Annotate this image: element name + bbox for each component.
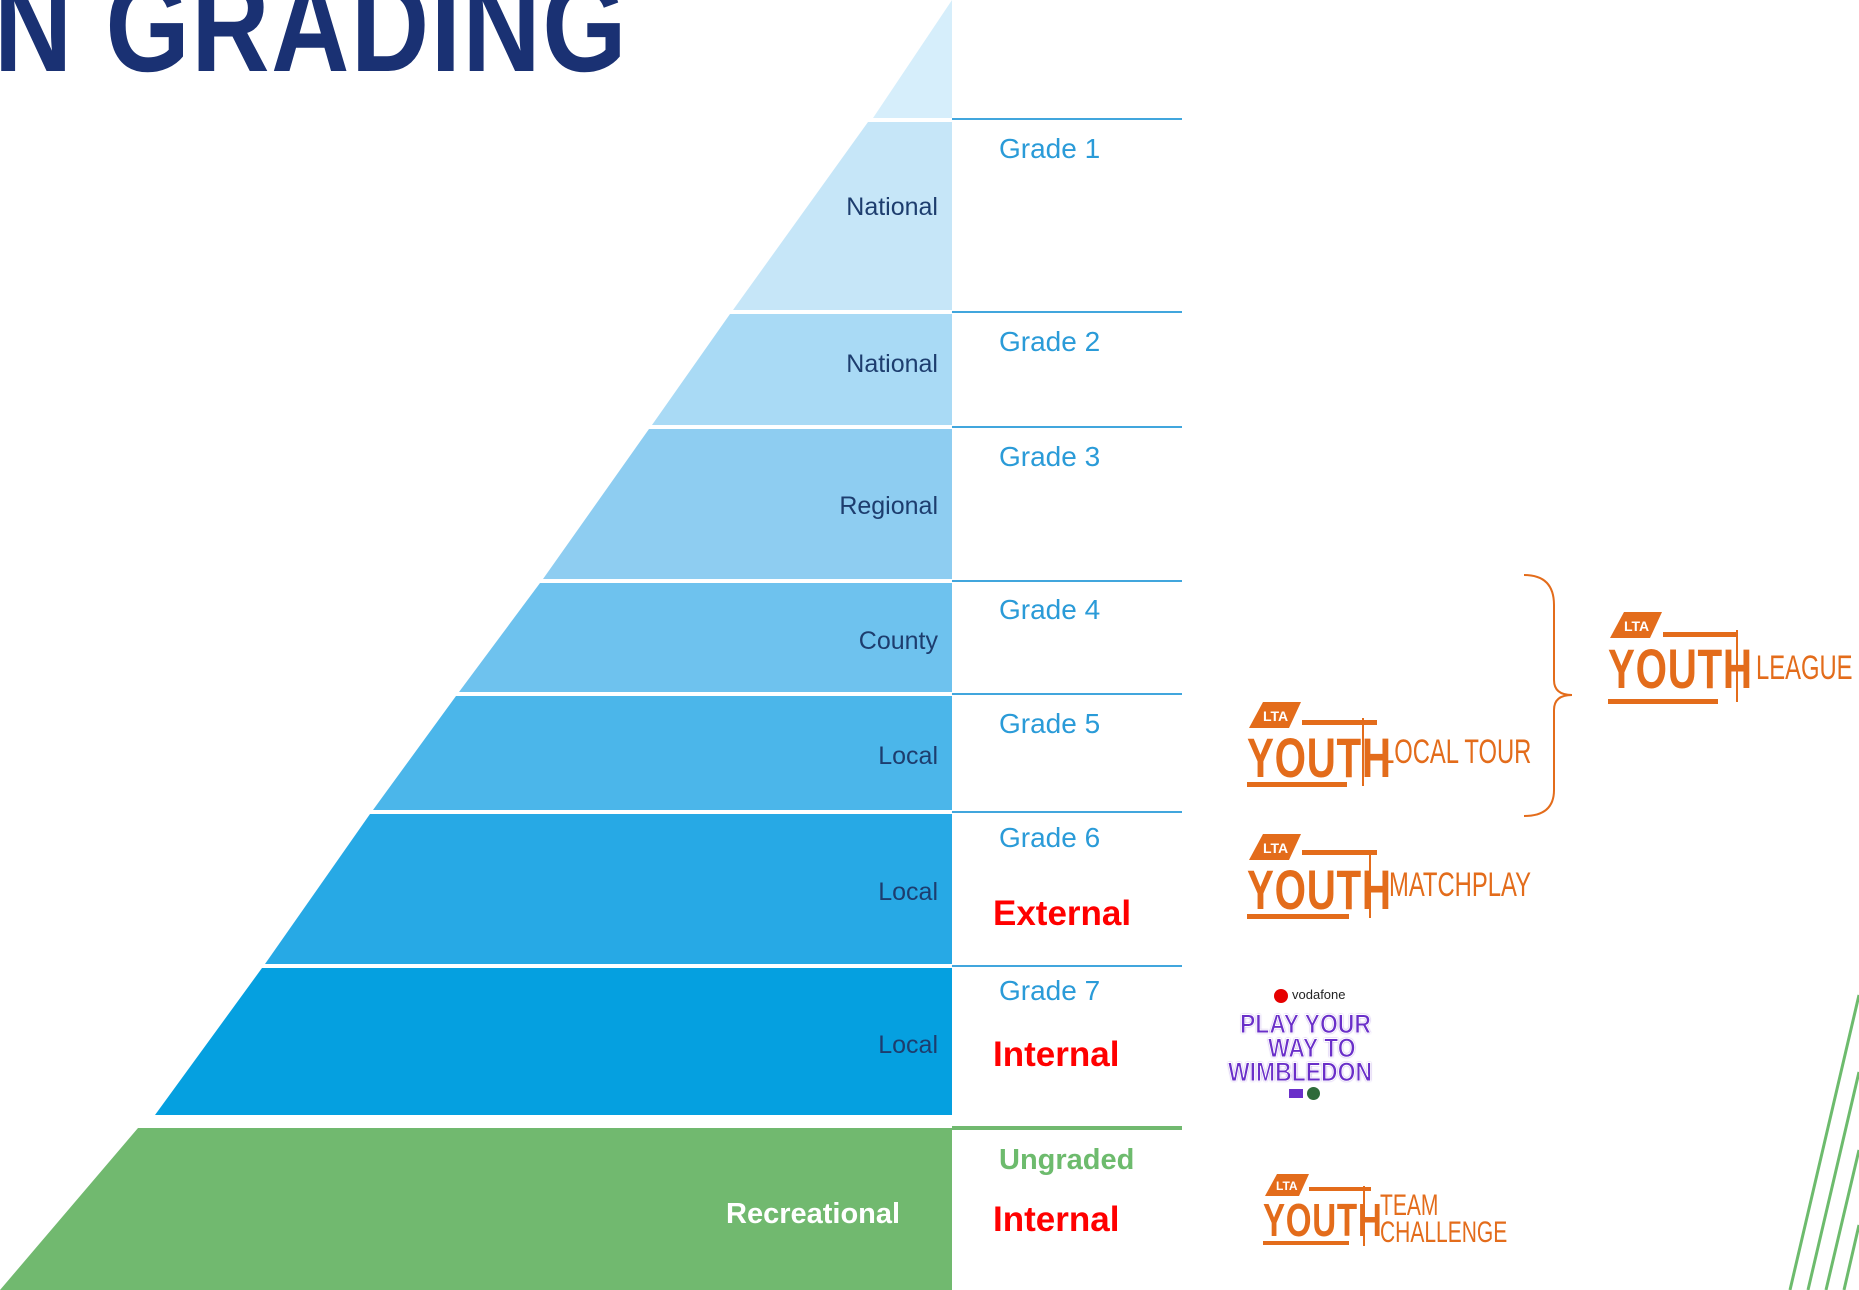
ungraded-label: Ungraded [999,1144,1135,1176]
league-bracket [1523,574,1573,817]
grade-2-label: Grade 2 [999,326,1101,357]
grade-4-label: Grade 4 [999,594,1101,625]
level-local-6: Local [878,878,938,906]
pyw-line-3: WIMBLEDON [1228,1057,1373,1088]
logo-underline [1247,782,1347,787]
pyw-line-1: PLAY YOUR [1240,1009,1372,1040]
grade-1-label: Grade 1 [999,133,1101,164]
lta-flag-icon: LTA [1265,1174,1309,1196]
pyramid-band-grade-4 [459,583,952,692]
pyramid-band-grade-5 [373,696,952,810]
logo-rule [1309,1187,1371,1191]
logo-separator [1363,1186,1365,1246]
grade-dividers [952,118,1182,967]
level-county: County [858,627,938,655]
logo-youth: YOUTH [1608,637,1753,700]
lta-flag-icon: LTA [1249,834,1301,860]
lta-flag-icon: LTA [1610,612,1662,638]
logo-team-text: TEAM [1380,1189,1439,1222]
lta-mini-icon [1289,1089,1303,1098]
grade-7-tier: Internal [993,1035,1120,1074]
grade-7-label: Grade 7 [999,975,1101,1006]
logo-league-text: LEAGUE [1756,649,1853,687]
logo-youth: YOUTH [1263,1194,1383,1246]
wimbledon-mini-icon [1307,1087,1320,1100]
page-title: N GRADING [0,0,629,99]
pyramid-band-grade-3 [543,429,952,579]
lta-youth-team-challenge-logo: LTA YOUTH TEAM CHALLENGE [1263,1172,1513,1272]
logo-underline [1247,914,1349,919]
pyramid-band-grade-7 [155,968,952,1115]
lta-youth-matchplay-logo: LTA YOUTH MATCHPLAY [1247,832,1531,932]
play-your-way-to-wimbledon-logo: vodafone PLAY YOUR WAY TO WIMBLEDON [1228,987,1408,1107]
logo-challenge-text: CHALLENGE [1380,1216,1508,1249]
level-national-2: National [846,350,938,378]
vodafone-text: vodafone [1292,987,1346,1002]
pyw-line-2: WAY TO [1268,1033,1356,1064]
svg-text:LTA: LTA [1263,708,1288,724]
svg-text:LTA: LTA [1276,1179,1298,1193]
pyramid-band-recreational [0,1128,952,1290]
lta-youth-league-logo: LTA YOUTH LEAGUE [1608,610,1853,710]
level-regional: Regional [839,492,938,520]
level-local-7: Local [878,1031,938,1059]
logo-rule [1302,850,1377,855]
level-local-5: Local [878,742,938,770]
vodafone-icon [1274,989,1288,1003]
grade-6-label: Grade 6 [999,822,1101,853]
logo-rule [1302,720,1377,725]
logo-underline [1263,1241,1349,1245]
pyramid-band-grade-6 [265,814,952,964]
recreational-tier: Internal [993,1200,1120,1239]
level-national-1: National [846,193,938,221]
svg-text:LTA: LTA [1624,618,1649,634]
grade-6-tier: External [993,894,1132,933]
logo-separator [1736,630,1738,702]
corner-stripes [1788,994,1859,1290]
pyramid-band-grade-1 [733,122,952,310]
grade-3-label: Grade 3 [999,441,1101,472]
logo-underline [1608,699,1718,704]
logo-rule [1663,632,1738,637]
pyramid-band-grade-2 [652,314,952,425]
logo-separator [1362,718,1364,786]
level-recreational: Recreational [726,1198,901,1230]
logo-local-tour-text: LOCAL TOUR [1381,733,1532,771]
logo-separator [1369,850,1371,918]
pyramid-tip [873,0,952,118]
logo-youth: YOUTH [1247,726,1392,789]
logo-youth: YOUTH [1247,858,1392,921]
lta-flag-icon: LTA [1249,702,1301,728]
logo-matchplay-text: MATCHPLAY [1389,866,1531,904]
lta-youth-local-tour-logo: LTA YOUTH LOCAL TOUR [1247,700,1531,800]
svg-text:LTA: LTA [1263,840,1288,856]
grade-5-label: Grade 5 [999,708,1101,739]
